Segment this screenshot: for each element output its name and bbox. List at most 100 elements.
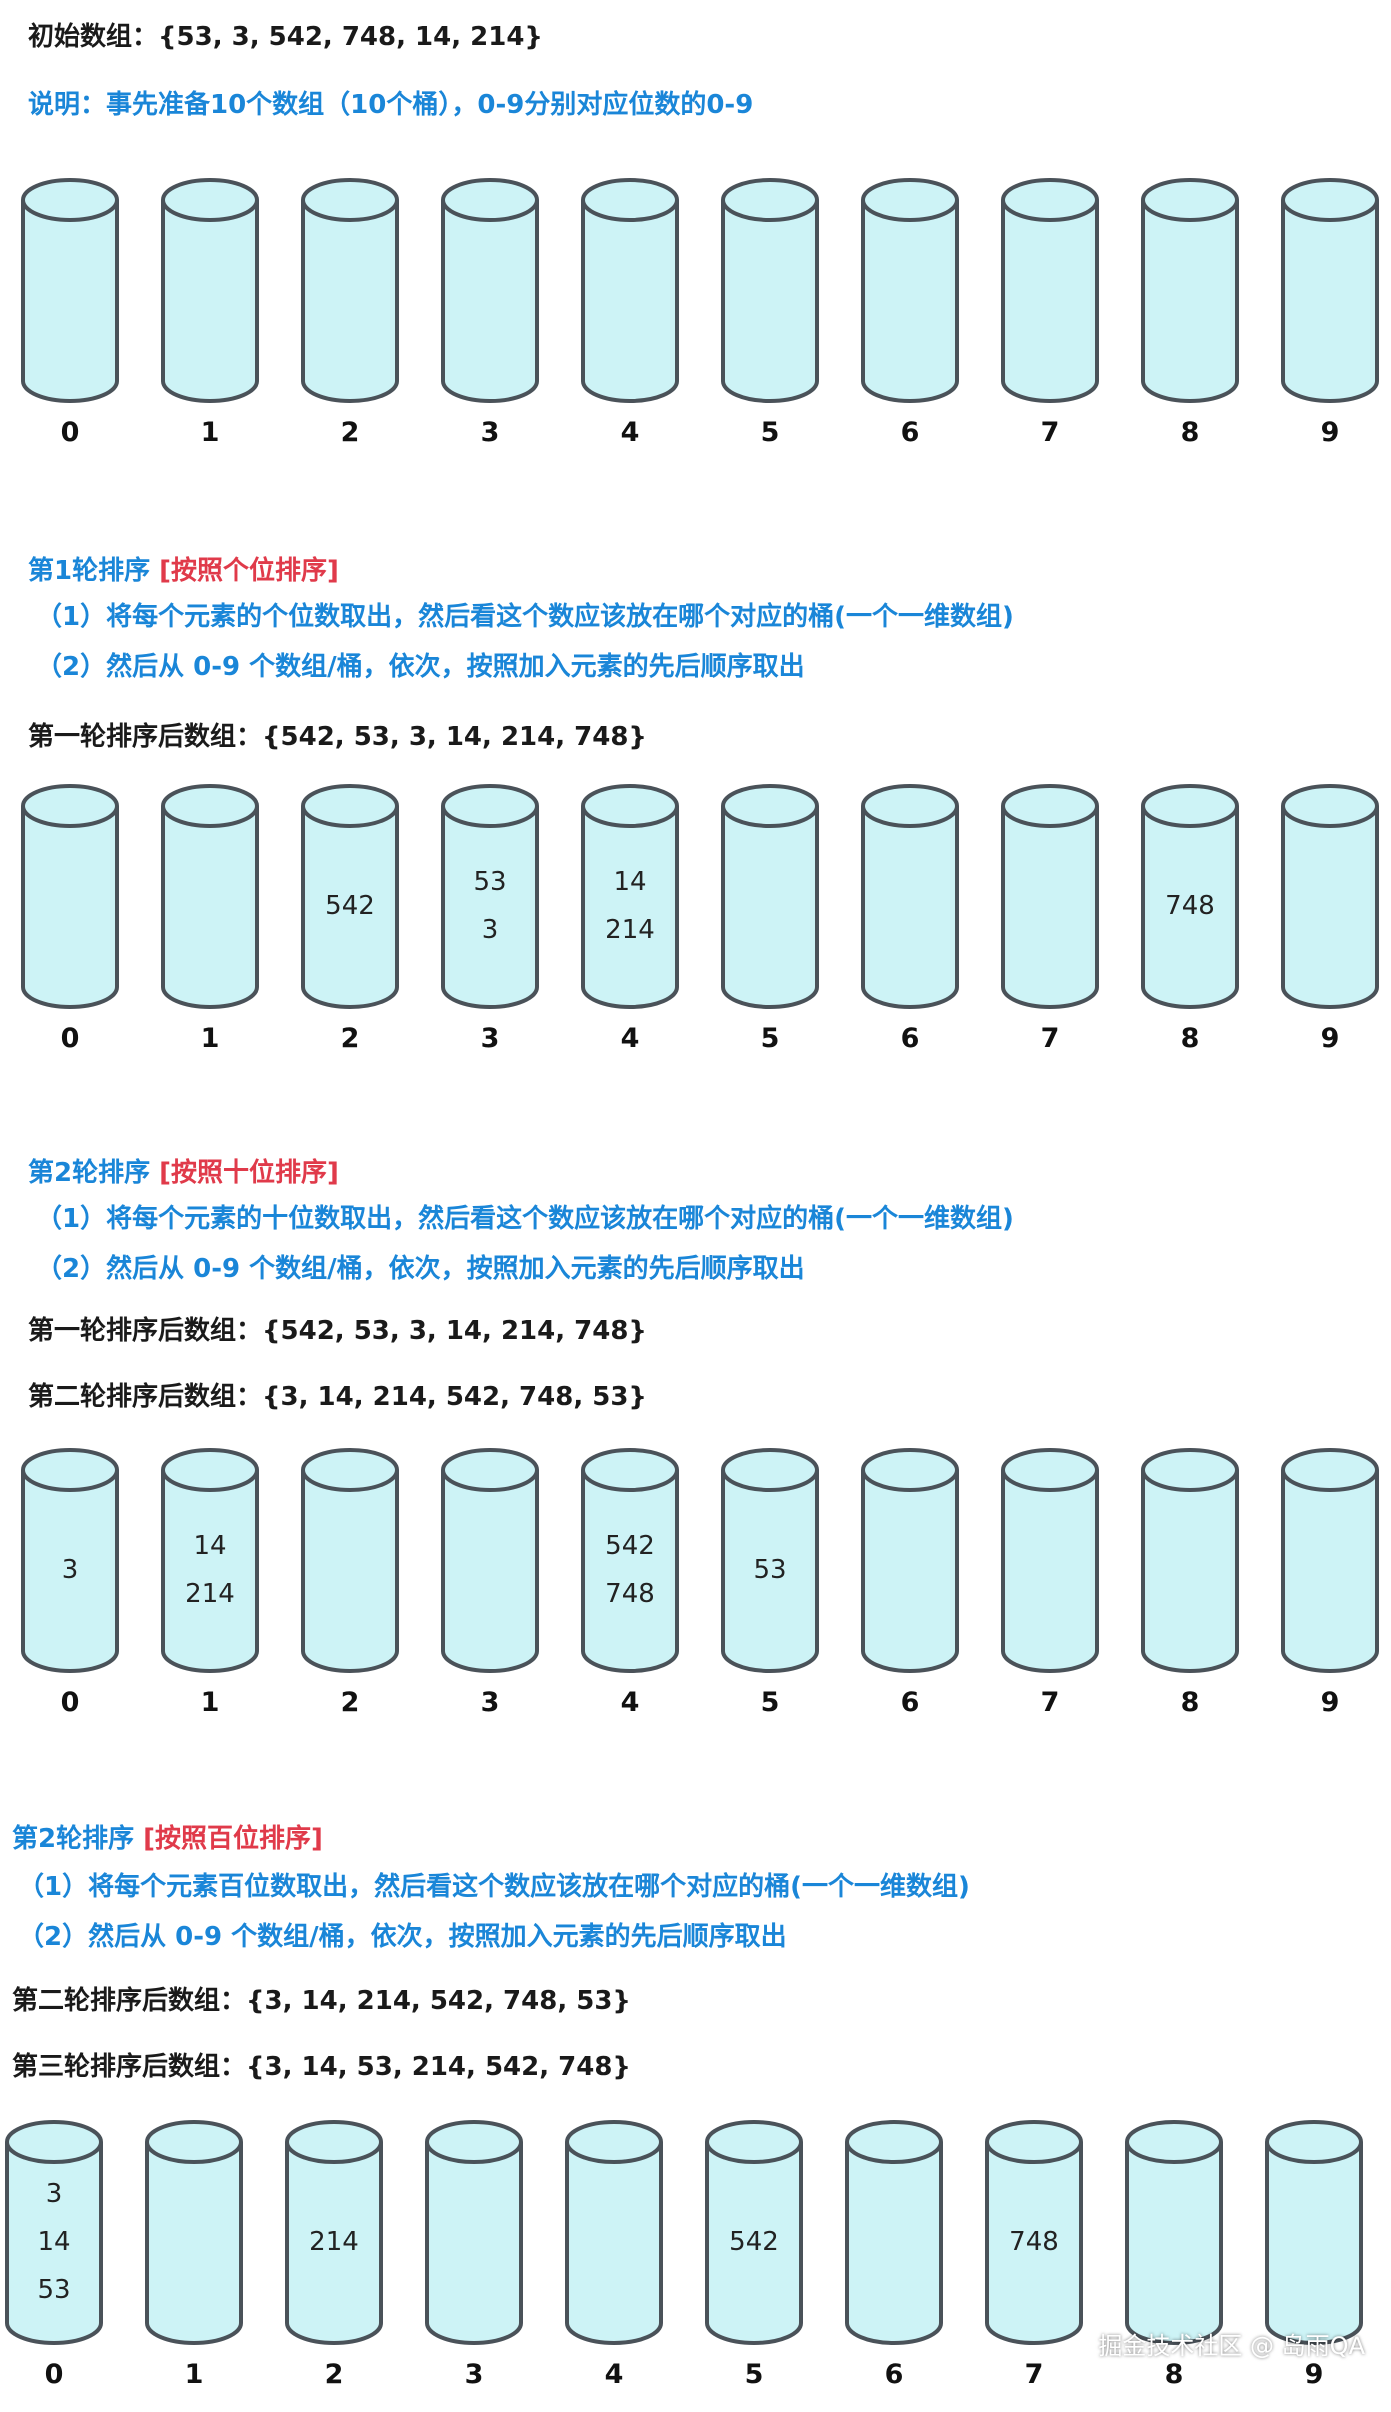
bucket-shape bbox=[581, 178, 679, 403]
bucket-value: 542 bbox=[325, 891, 375, 921]
bucket-index-label: 0 bbox=[44, 2359, 64, 2390]
bucket-index-label: 1 bbox=[184, 2359, 204, 2390]
bucket: 9 bbox=[1280, 176, 1380, 466]
round3-step1: （1）将每个元素百位数取出，然后看这个数应该放在哪个对应的桶(一个一维数组) bbox=[18, 1872, 970, 1902]
round3-tag: [按照百位排序] bbox=[143, 1824, 323, 1854]
bucket-shape bbox=[1281, 178, 1379, 403]
bucket-index-label: 4 bbox=[604, 2359, 624, 2390]
bucket-shape bbox=[705, 2120, 803, 2345]
bucket-index-label: 8 bbox=[1180, 1023, 1200, 1054]
bucket-index-label: 4 bbox=[620, 417, 640, 448]
bucket: 6 bbox=[844, 2118, 944, 2408]
bucket-value: 14 bbox=[613, 867, 647, 897]
bucket-index-label: 8 bbox=[1180, 417, 1200, 448]
round2-title: 第2轮排序 [按照十位排序] bbox=[28, 1158, 339, 1188]
bucket-shape bbox=[861, 784, 959, 1009]
bucket-shape bbox=[1141, 784, 1239, 1009]
bucket-shape bbox=[301, 178, 399, 403]
bucket-shape bbox=[721, 178, 819, 403]
bucket-value: 53 bbox=[473, 867, 507, 897]
bucket-shape bbox=[565, 2120, 663, 2345]
bucket: 2 bbox=[300, 176, 400, 466]
bucket: 0 bbox=[20, 176, 120, 466]
bucket-shape bbox=[1001, 784, 1099, 1009]
bucket-shape bbox=[145, 2120, 243, 2345]
bucket: 5 bbox=[720, 176, 820, 466]
bucket-shape bbox=[441, 178, 539, 403]
bucket-shape bbox=[21, 784, 119, 1009]
bucket: 1 bbox=[160, 176, 260, 466]
bucket: 3 bbox=[440, 176, 540, 466]
bucket: 6 bbox=[860, 176, 960, 466]
round1-result: 第一轮排序后数组：{542, 53, 3, 14, 214, 748} bbox=[28, 722, 647, 752]
bucket: 2 bbox=[300, 1446, 400, 1736]
bucket: 7 bbox=[1000, 1446, 1100, 1736]
bucket-shape bbox=[861, 1448, 959, 1673]
bucket-shape bbox=[1141, 178, 1239, 403]
watermark: 掘金技术社区 @ 岛雨QA bbox=[1098, 2332, 1365, 2360]
bucket-shape bbox=[721, 784, 819, 1009]
bucket-shape bbox=[845, 2120, 943, 2345]
bucket: 8 bbox=[1124, 2118, 1224, 2408]
bucket-shape bbox=[721, 1448, 819, 1673]
bucket-index-label: 7 bbox=[1024, 2359, 1044, 2390]
bucket-shape bbox=[1001, 178, 1099, 403]
bucket-value: 14 bbox=[193, 1531, 227, 1561]
bucket-value: 14 bbox=[37, 2227, 71, 2257]
round2-result: 第二轮排序后数组：{3, 14, 214, 542, 748, 53} bbox=[28, 1382, 647, 1412]
bucket-index-label: 7 bbox=[1040, 417, 1060, 448]
bucket-index-label: 7 bbox=[1040, 1023, 1060, 1054]
bucket-shape bbox=[1281, 1448, 1379, 1673]
round3-result: 第三轮排序后数组：{3, 14, 53, 214, 542, 748} bbox=[12, 2052, 631, 2082]
round1-step2: （2）然后从 0-9 个数组/桶，依次，按照加入元素的先后顺序取出 bbox=[36, 652, 805, 682]
bucket-shape bbox=[1125, 2120, 1223, 2345]
bucket-shape bbox=[581, 1448, 679, 1673]
bucket-value: 748 bbox=[1165, 891, 1215, 921]
bucket: 214 2 bbox=[284, 2118, 384, 2408]
bucket-shape bbox=[161, 784, 259, 1009]
bucket-index-label: 2 bbox=[340, 1687, 360, 1718]
bucket-index-label: 2 bbox=[324, 2359, 344, 2390]
bucket-value: 3 bbox=[61, 1555, 79, 1585]
bucket-index-label: 4 bbox=[620, 1687, 640, 1718]
round2-step2: （2）然后从 0-9 个数组/桶，依次，按照加入元素的先后顺序取出 bbox=[36, 1254, 805, 1284]
bucket: 1 bbox=[160, 782, 260, 1072]
bucket-shape bbox=[425, 2120, 523, 2345]
bucket-shape bbox=[5, 2120, 103, 2345]
bucket-shape bbox=[985, 2120, 1083, 2345]
bucket-shape bbox=[21, 178, 119, 403]
bucket-index-label: 9 bbox=[1304, 2359, 1324, 2390]
bucket: 8 bbox=[1140, 176, 1240, 466]
round1-step1: （1）将每个元素的个位数取出，然后看这个数应该放在哪个对应的桶(一个一维数组) bbox=[36, 602, 1014, 632]
bucket-shape bbox=[161, 1448, 259, 1673]
round2-step1: （1）将每个元素的十位数取出，然后看这个数应该放在哪个对应的桶(一个一维数组) bbox=[36, 1204, 1014, 1234]
bucket-index-label: 6 bbox=[900, 1687, 920, 1718]
bucket-index-label: 5 bbox=[760, 1687, 780, 1718]
bucket-value: 3 bbox=[481, 915, 499, 945]
bucket-shape bbox=[1265, 2120, 1363, 2345]
round1-tag: [按照个位排序] bbox=[159, 556, 339, 586]
bucket-index-label: 9 bbox=[1320, 1023, 1340, 1054]
bucket-value: 542 bbox=[605, 1531, 655, 1561]
bucket: 1 bbox=[144, 2118, 244, 2408]
bucket: 9 bbox=[1264, 2118, 1364, 2408]
round1-title: 第1轮排序 [按照个位排序] bbox=[28, 556, 339, 586]
bucket-shape bbox=[1281, 784, 1379, 1009]
bucket-index-label: 8 bbox=[1180, 1687, 1200, 1718]
bucket-shape bbox=[21, 1448, 119, 1673]
bucket-shape bbox=[581, 784, 679, 1009]
bucket-index-label: 5 bbox=[760, 417, 780, 448]
bucket-index-label: 1 bbox=[200, 1023, 220, 1054]
round3-title: 第2轮排序 [按照百位排序] bbox=[12, 1824, 323, 1854]
bucket-index-label: 9 bbox=[1320, 1687, 1340, 1718]
bucket-value: 214 bbox=[309, 2227, 359, 2257]
